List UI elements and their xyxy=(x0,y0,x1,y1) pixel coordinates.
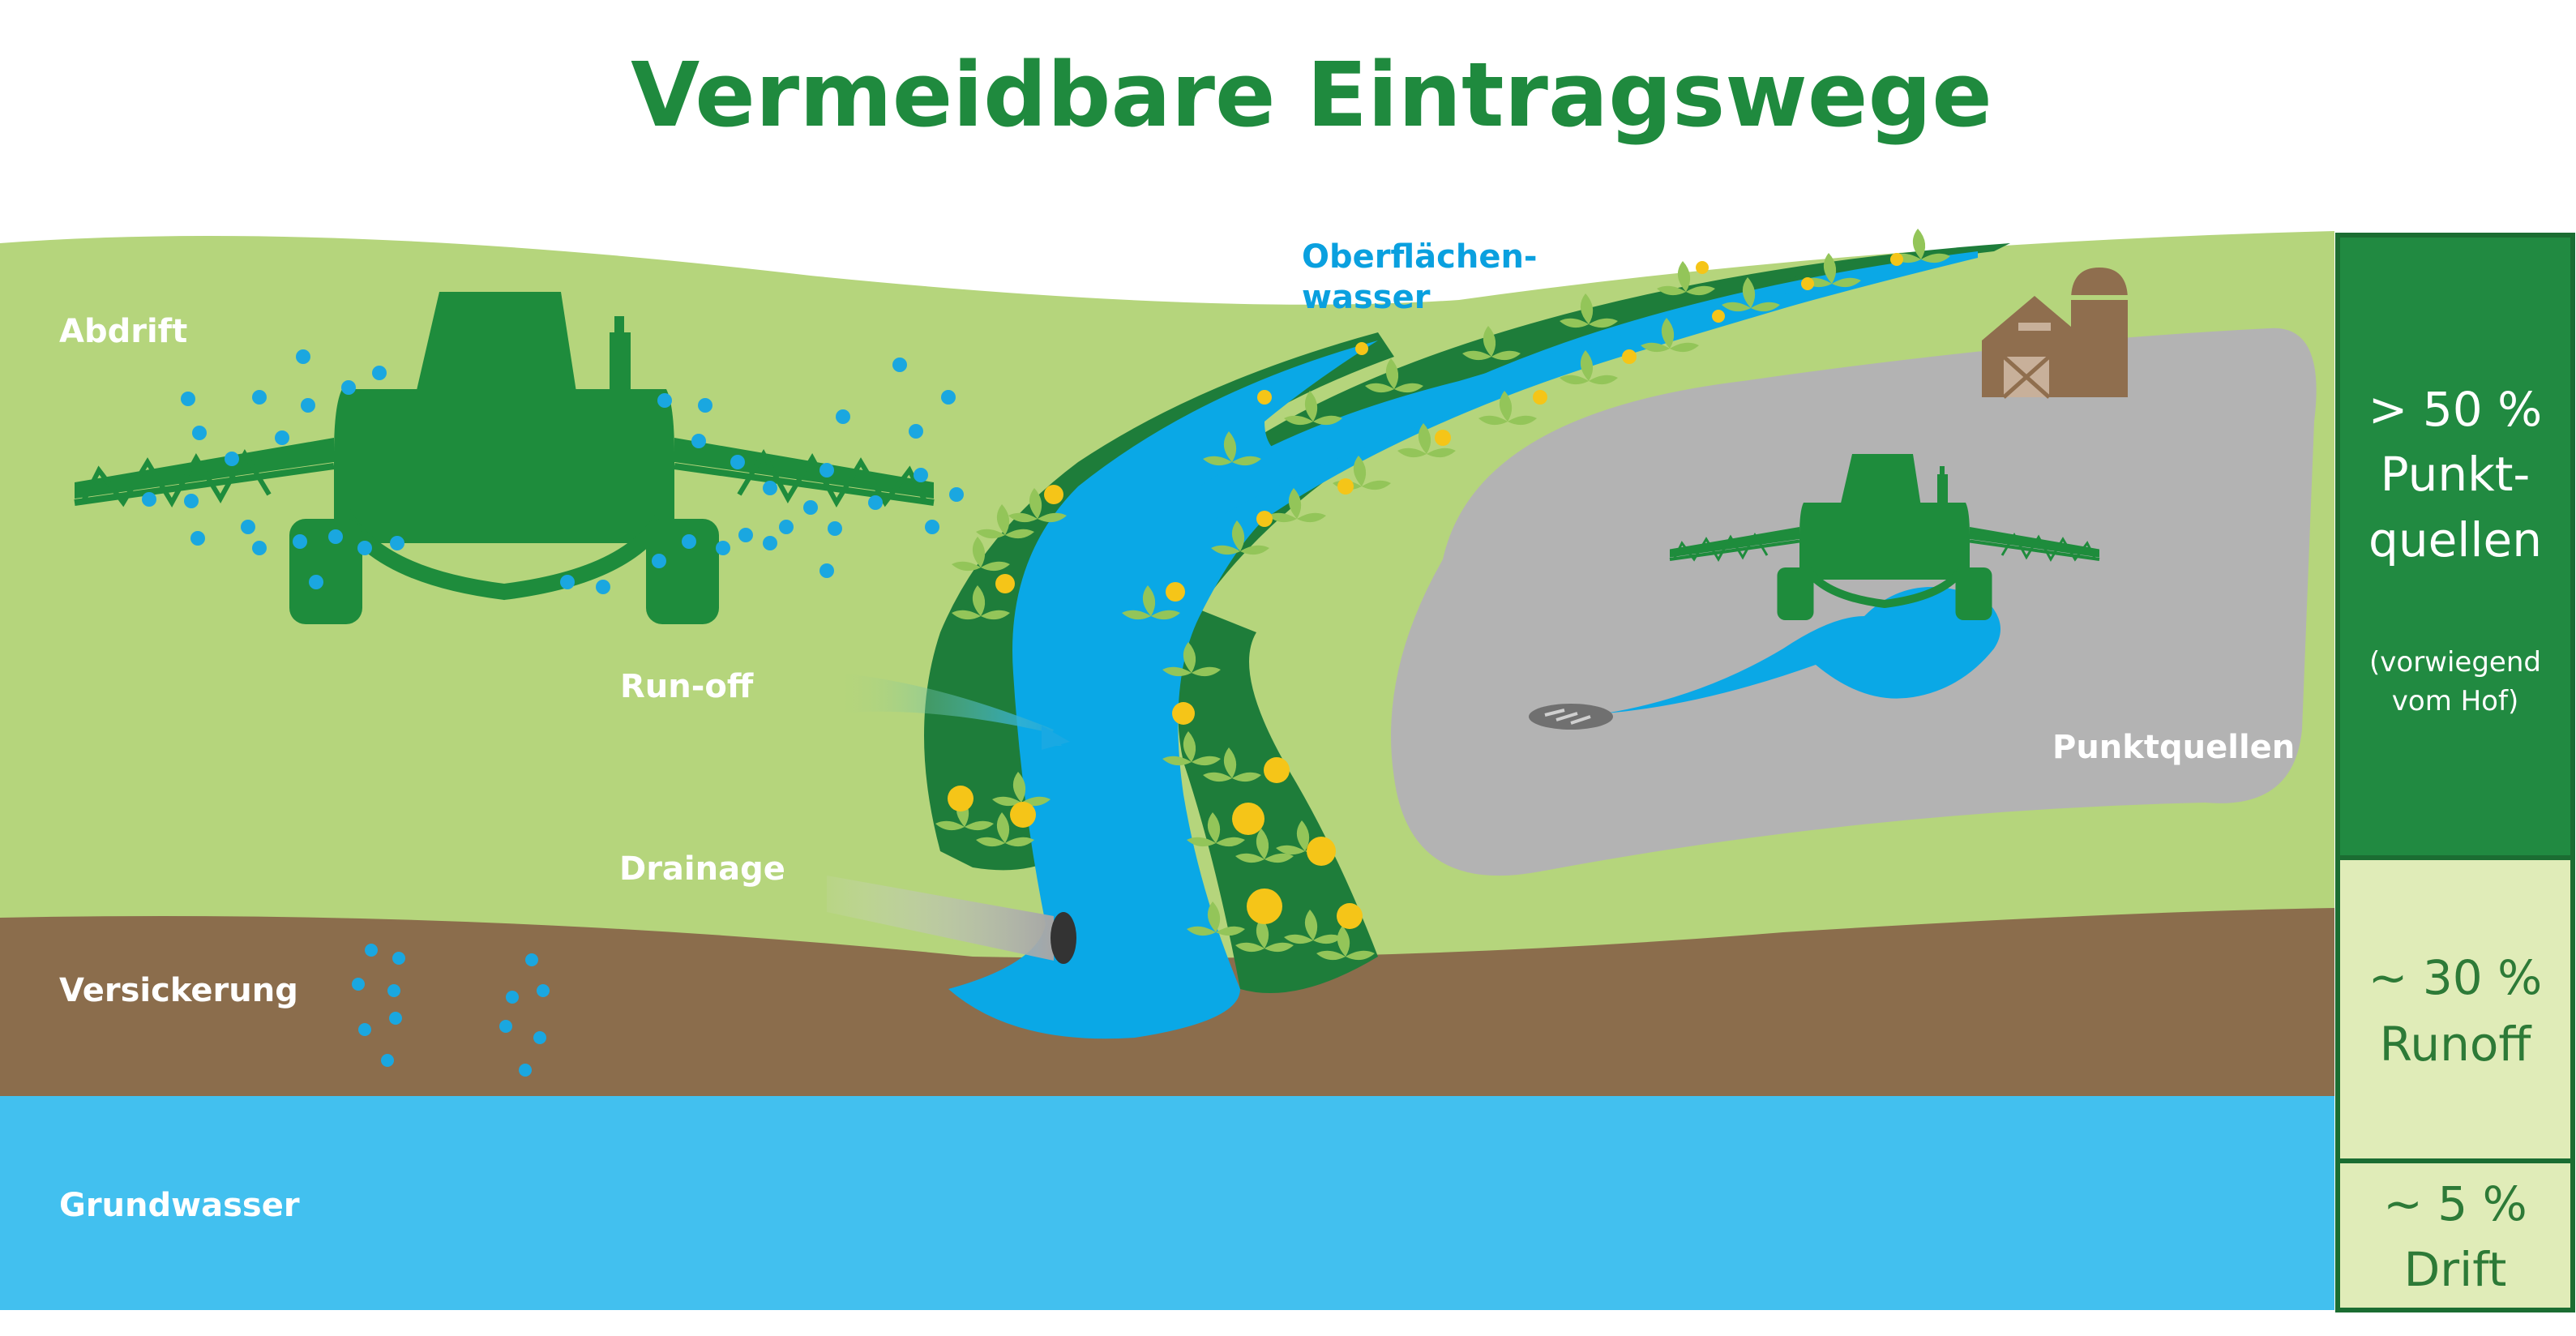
surface-water-stream xyxy=(948,251,1978,1039)
drain-pipe-icon xyxy=(827,876,1076,964)
label-punktquellen: Punktquellen xyxy=(2052,729,2295,766)
sidebar-box-drift xyxy=(2335,1158,2575,1312)
seepage-droplets-icon xyxy=(352,944,550,1077)
drift-droplets-icon xyxy=(142,349,964,594)
box3-line1: ~ 5 % xyxy=(2383,1176,2527,1231)
spill-puddle xyxy=(1605,587,2000,713)
runoff-arrow xyxy=(835,673,1062,746)
label-grundwasser: Grundwasser xyxy=(59,1187,300,1224)
label-versickerung: Versickerung xyxy=(59,972,298,1009)
box1-line3: quellen xyxy=(2368,512,2542,567)
label-oberflaechenwasser-2: wasser xyxy=(1302,279,1431,316)
buffer-vegetation xyxy=(935,229,1950,961)
box2-line1: ~ 30 % xyxy=(2368,950,2542,1005)
box1-line1: > 50 % xyxy=(2368,382,2542,437)
box3-line2: Drift xyxy=(2404,1242,2507,1297)
sidebar-percentages: > 50 % Punkt- quellen (vorwiegend vom Ho… xyxy=(2335,233,2575,1312)
sidebar-box-runoff xyxy=(2335,855,2575,1163)
box2-line2: Runoff xyxy=(2380,1017,2533,1072)
runoff-arrow-head-icon xyxy=(1042,726,1070,750)
label-runoff: Run-off xyxy=(620,668,754,705)
label-abdrift: Abdrift xyxy=(59,313,187,350)
box1-line2: Punkt- xyxy=(2381,447,2531,502)
groundwater-layer xyxy=(0,1096,2334,1310)
label-drainage: Drainage xyxy=(619,850,785,888)
label-oberflaechenwasser-1: Oberflächen- xyxy=(1302,238,1538,276)
manhole-icon xyxy=(1529,704,1613,730)
box1-note2: vom Hof) xyxy=(2392,685,2518,717)
page-title: Vermeidbare Eintragswege xyxy=(631,43,1992,147)
sidebar-box-punktquellen xyxy=(2335,233,2575,860)
box1-note1: (vorwiegend xyxy=(2369,646,2541,679)
barn-icon xyxy=(1982,268,2128,399)
